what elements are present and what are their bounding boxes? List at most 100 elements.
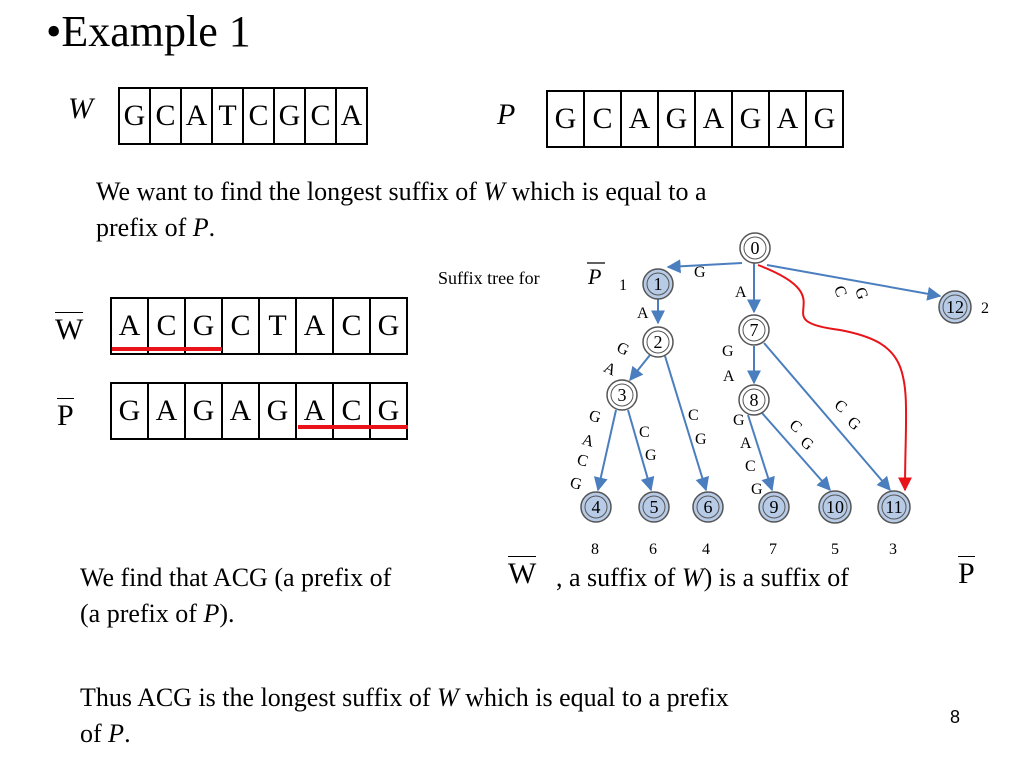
- tree-node-8: 8: [738, 384, 770, 416]
- leaf-position-9: 7: [769, 541, 777, 558]
- edge-label-3-4-a: A: [580, 431, 596, 451]
- tree-caption: Suffix tree for: [438, 268, 540, 288]
- slide-title: •Example 1: [46, 7, 251, 56]
- tree-leaf-9: 9: [758, 491, 790, 523]
- w-cell: C: [306, 89, 337, 143]
- p-rev-cell: G: [371, 384, 408, 438]
- p-reversed-strip: G A G A G A C G: [110, 382, 408, 440]
- p-cell: A: [622, 92, 659, 146]
- edge-0-1: [666, 259, 743, 274]
- tree-node-2: 2: [642, 326, 674, 358]
- leaf-position-6: 4: [702, 541, 710, 558]
- w-cell: C: [151, 89, 182, 143]
- edge-label-3-5-g: G: [645, 447, 657, 464]
- tree-caption-var: P: [587, 264, 601, 289]
- page-number: 8: [950, 707, 961, 727]
- svg-text:0: 0: [751, 238, 760, 258]
- edge-label-8-10-g: G: [797, 434, 817, 455]
- conclusion-paragraph: Thus ACG is the longest suffix of W whic…: [80, 683, 729, 748]
- edge-label-3-4-c: C: [575, 451, 590, 470]
- edge-label-2-3-g: G: [614, 339, 632, 359]
- tree-leaf-11: 11: [877, 490, 911, 524]
- edge-3-4: [593, 409, 617, 492]
- edge-label-8-9-a: A: [740, 435, 752, 452]
- edge-label-7-8-g: G: [722, 343, 734, 360]
- edge-7-11: [763, 342, 891, 492]
- tree-leaf-10: 10: [818, 490, 852, 524]
- tree-node-7: 7: [738, 314, 770, 346]
- edge-label-0-12-c: C: [830, 284, 850, 300]
- edge-label-7-11-g: G: [844, 414, 864, 435]
- svg-text:6: 6: [704, 497, 713, 517]
- svg-text:3: 3: [618, 385, 627, 405]
- leaf-position-4: 8: [591, 541, 599, 558]
- edge-3-5: [627, 409, 655, 492]
- p-cell: C: [585, 92, 622, 146]
- edge-label-0-12-g: G: [851, 285, 871, 302]
- w-reversed-label: W: [55, 312, 84, 346]
- p-reversed-suffix-underline: [298, 425, 408, 429]
- p-rev-cell: C: [334, 384, 371, 438]
- p-reversed-label: P: [57, 398, 74, 432]
- edge-label-8-10-c: C: [786, 417, 805, 437]
- p-rev-cell: G: [260, 384, 297, 438]
- leaf-position-5: 6: [649, 541, 657, 558]
- svg-text:8: 8: [750, 390, 759, 410]
- finding-pbar: P: [958, 556, 975, 590]
- w-rev-cell: G: [186, 299, 223, 353]
- p-rev-cell: G: [186, 384, 223, 438]
- p-cell: A: [696, 92, 733, 146]
- tree-leaf-5: 5: [638, 491, 670, 523]
- p-rev-cell: A: [149, 384, 186, 438]
- w-cell: A: [337, 89, 368, 143]
- svg-text:9: 9: [770, 497, 779, 517]
- w-reversed-prefix-underline: [112, 347, 222, 351]
- w-rev-cell: C: [334, 299, 371, 353]
- p-rev-cell: A: [297, 384, 334, 438]
- edge-label-1-2: A: [637, 305, 649, 322]
- tree-leaf-6: 6: [692, 491, 724, 523]
- w-rev-cell: C: [149, 299, 186, 353]
- w-label: W: [68, 92, 93, 125]
- edge-2-3: [629, 354, 651, 382]
- p-cell: A: [770, 92, 807, 146]
- tree-node-3: 3: [606, 379, 638, 411]
- tree-node-0: 0: [739, 232, 771, 264]
- w-string-strip: G C A T C G C A: [118, 87, 368, 145]
- p-cell: G: [659, 92, 696, 146]
- svg-text:4: 4: [592, 497, 601, 517]
- p-string-strip: G C A G A G A G: [546, 90, 844, 148]
- w-rev-cell: A: [297, 299, 334, 353]
- finding-wbar: W: [508, 556, 537, 590]
- highlight-path-0-11: [757, 264, 913, 492]
- edge-label-2-6-g: G: [695, 431, 707, 448]
- w-cell: G: [120, 89, 151, 143]
- tree-leaf-4: 4: [580, 491, 612, 523]
- svg-text:11: 11: [885, 497, 902, 517]
- finding-paragraph-line2: (a prefix of P).: [80, 599, 235, 628]
- p-cell: G: [807, 92, 844, 146]
- edge-label-0-1: G: [694, 264, 706, 281]
- w-cell: A: [182, 89, 213, 143]
- svg-text:10: 10: [826, 497, 844, 517]
- svg-text:2: 2: [654, 332, 663, 352]
- w-cell: G: [275, 89, 306, 143]
- svg-text:12: 12: [946, 297, 964, 317]
- p-cell: G: [548, 92, 585, 146]
- finding-paragraph-line1: We find that ACG (a prefix of: [80, 563, 392, 592]
- finding-paragraph-mid: , a suffix of W) is a suffix of: [556, 563, 849, 592]
- edge-label-2-6-c: C: [688, 407, 699, 424]
- w-rev-cell: T: [260, 299, 297, 353]
- w-cell: T: [213, 89, 244, 143]
- edge-label-8-9-c: C: [745, 458, 756, 475]
- w-rev-cell: C: [223, 299, 260, 353]
- edge-label-3-4-g: G: [587, 407, 603, 427]
- tree-leaf-1: 1: [642, 268, 674, 300]
- edge-8-10: [761, 412, 831, 492]
- leaf-position-10: 5: [831, 541, 839, 558]
- svg-text:7: 7: [750, 320, 759, 340]
- edge-label-7-11-c: C: [831, 397, 850, 417]
- w-rev-cell: G: [371, 299, 408, 353]
- edge-2-6: [664, 355, 710, 492]
- tree-leaf-12: 12: [938, 290, 972, 324]
